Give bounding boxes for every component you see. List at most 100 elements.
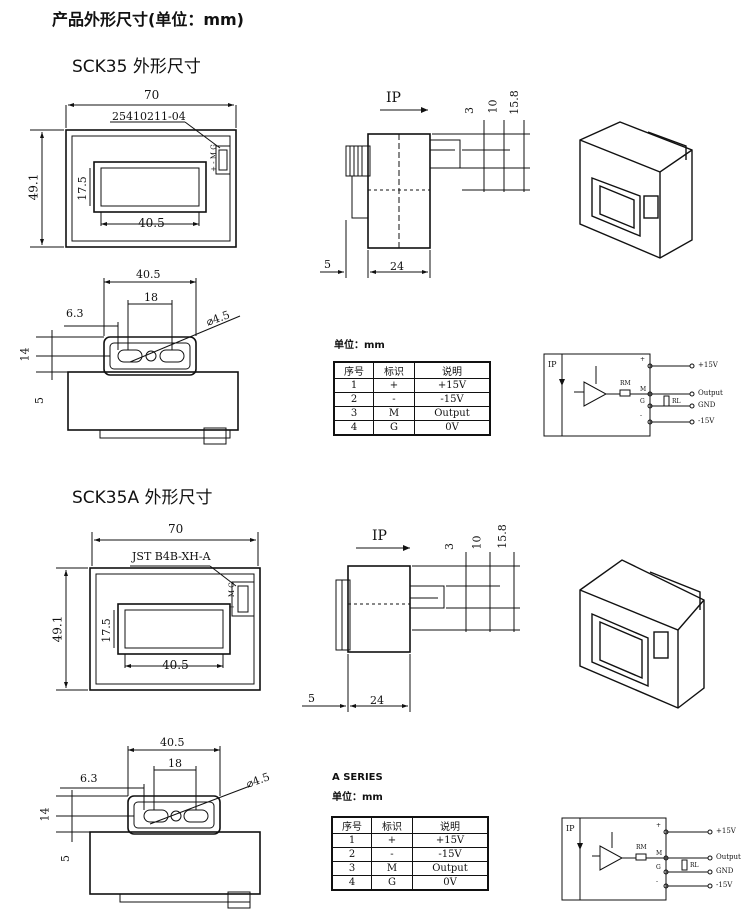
iso-view-sck35 [579,121,693,259]
bottom-w3-label: 6.3 [80,772,98,785]
table-cell: 1 [333,378,374,393]
table-header-cell: 序号 [331,816,372,834]
bottom-h1-label: 14 [18,347,32,362]
table-header-cell: 说明 [414,361,491,379]
dim-15-8-label: 15.8 [495,524,509,549]
circuit-label-neg15v: -15V [716,881,733,889]
circuit-label-15v: +15V [716,827,736,835]
bottom-w1-label: 40.5 [160,736,185,749]
table-cell: 2 [331,847,372,862]
table-cell: - [373,392,415,407]
circuit-pin-plus: + [640,356,646,363]
dim-3-label: 3 [463,107,476,114]
table-header-cell: 标识 [373,361,415,379]
part-number-label: JST B4B-XH-A [132,550,211,563]
table-cell: 4 [331,875,372,891]
circuit-sck35 [543,353,695,437]
iso-view-sck35a [579,559,705,709]
dim-5-label: 5 [308,692,315,705]
circuit-pin-m: M [656,850,663,857]
circuit-label-neg15v: -15V [698,417,715,425]
dim-hole-width-label: 40.5 [162,658,189,672]
circuit-pin-m: M [640,386,647,393]
dim-hole-height-label: 17.5 [75,176,89,201]
bottom-h2-label: 5 [59,855,72,862]
front-view-sck35a [56,532,261,691]
table-cell: 1 [331,833,372,848]
table-cell: + [371,833,413,848]
dim-width-label: 70 [168,522,184,536]
table-cell: -15V [414,392,491,407]
series-label: A SERIES [332,772,383,783]
table-cell: 0V [414,420,491,436]
bottom-h2-label: 5 [33,397,46,404]
dim-5-label: 5 [324,258,331,271]
table-cell: Output [414,406,491,421]
dim-24-label: 24 [370,694,384,707]
bottom-h1-label: 14 [38,807,52,822]
table-header-row: 序号标识说明 [331,816,489,834]
table-header-cell: 标识 [371,816,413,834]
section-title-sck35: SCK35 外形尺寸 [72,57,201,77]
circuit-rl-label: RL [690,862,699,869]
table-cell: G [371,875,413,891]
table-cell: Output [412,861,489,876]
circuit-label-gnd: GND [716,867,734,875]
circuit-pin-g: G [640,398,645,405]
circuit-pin-minus: - [640,412,643,419]
bottom-view-sck35 [36,278,241,445]
table-row: 1++15V [333,378,491,393]
circuit-sck35a [561,817,713,901]
dim-height-label: 49.1 [50,615,65,643]
dim-3-label: 3 [443,543,456,550]
circuit-label-output: Output [716,853,741,861]
table-cell: 4 [333,420,374,436]
circuit-label-gnd: GND [698,401,716,409]
circuit-pin-plus: + [656,822,662,829]
circuit-rl-label: RL [672,398,681,405]
circuit-rm-label: RM [620,380,631,387]
side-view-sck35 [320,107,530,278]
side-view-sck35a [302,545,520,712]
section-title-sck35a: SCK35A 外形尺寸 [72,488,213,508]
table-cell: 2 [333,392,374,407]
table-row: 2--15V [333,392,491,407]
dim-24-label: 24 [390,260,404,273]
circuit-ip-label: IP [548,360,557,369]
dim-hole-height-label: 17.5 [99,618,113,643]
circuit-rm-label: RM [636,844,647,851]
table-cell: M [371,861,413,876]
dim-width-label: 70 [144,88,160,102]
circuit-pin-g: G [656,864,661,871]
table-cell: 0V [412,875,489,891]
bottom-view-sck35a [56,746,261,909]
circuit-label-output: Output [698,389,723,397]
bottom-w3-label: 6.3 [66,307,84,320]
table-cell: 3 [331,861,372,876]
dim-height-label: 49.1 [26,173,41,201]
ip-label: IP [372,528,387,544]
circuit-ip-label: IP [566,824,575,833]
connector-pins-label: + - M G [209,144,218,172]
part-number-label: 25410211-04 [112,110,186,123]
table-cell: 3 [333,406,374,421]
front-view-sck35 [30,103,237,248]
dim-15-8-label: 15.8 [507,90,521,115]
circuit-pin-minus: - [656,878,659,885]
table-cell: M [373,406,415,421]
bottom-w2-label: 18 [168,757,182,770]
unit-label: 单位：mm [334,340,385,351]
table-header-cell: 序号 [333,361,374,379]
ip-label: IP [386,90,401,106]
table-cell: - [371,847,413,862]
table-cell: + [373,378,415,393]
table-row: 1++15V [331,833,489,848]
table-cell: +15V [414,378,491,393]
